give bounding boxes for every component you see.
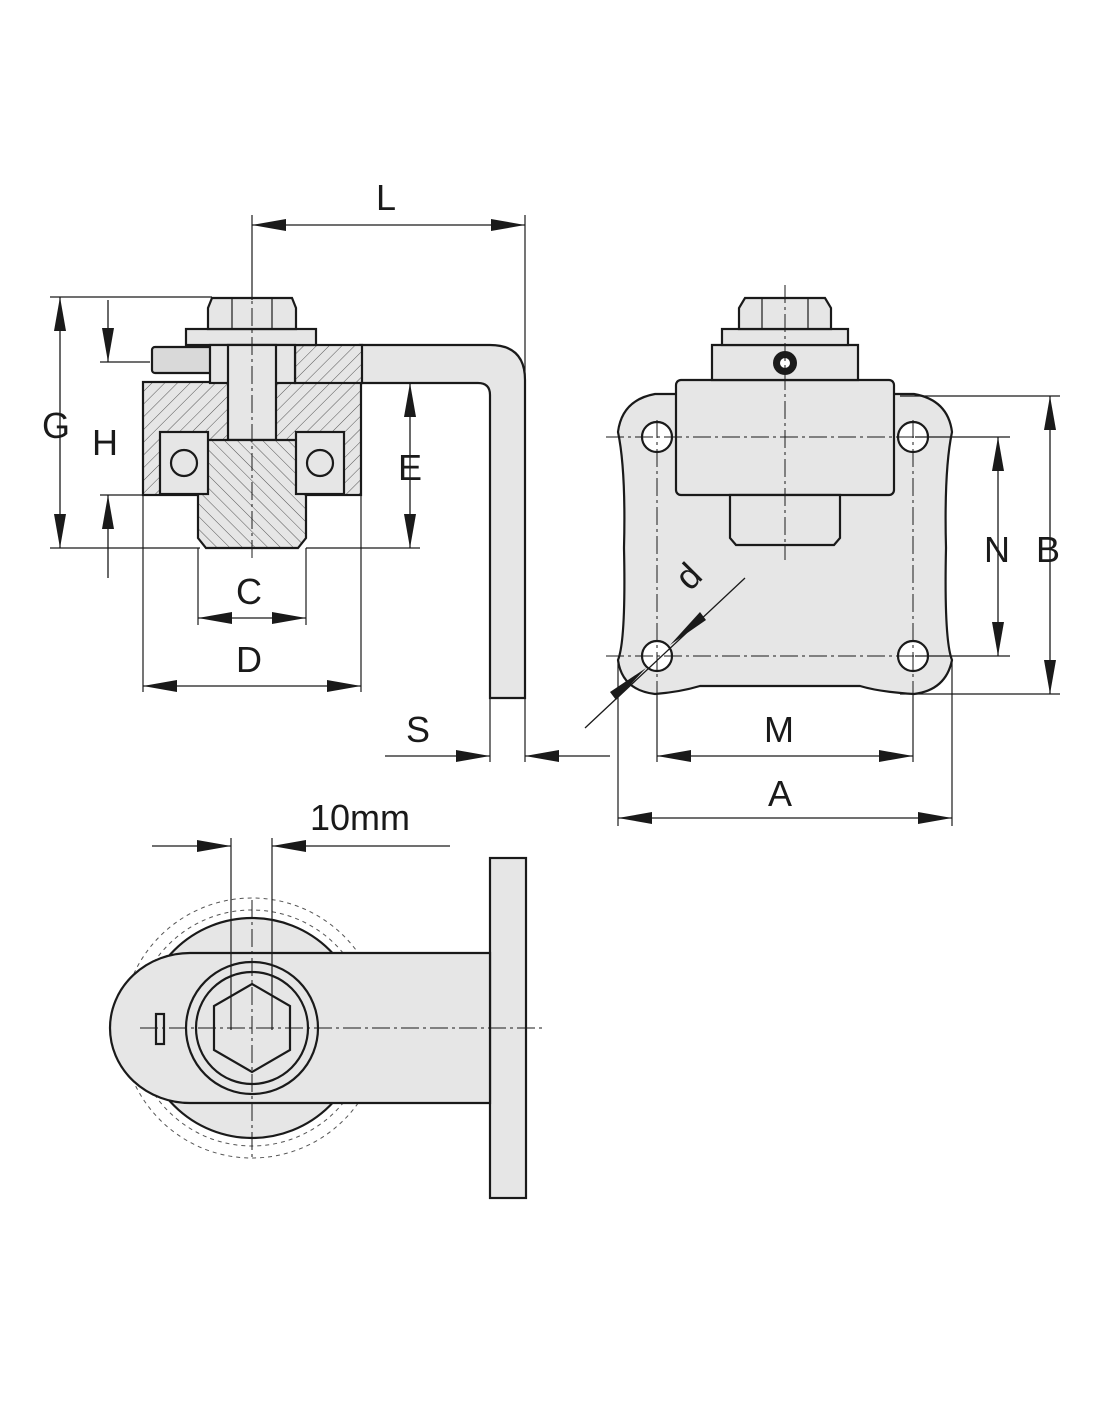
label-S: S (406, 709, 430, 750)
label-B: B (1036, 529, 1060, 570)
top-plate (293, 343, 364, 385)
side-section-view (141, 250, 527, 700)
dimension-arrow (525, 750, 559, 762)
dimension-arrow (670, 612, 706, 645)
dimension-arrow (272, 612, 306, 624)
dimension-arrow (102, 328, 114, 362)
dimension-arrow (198, 612, 232, 624)
dimension-arrow (143, 680, 177, 692)
label-10mm: 10mm (310, 797, 410, 838)
dimension-arrow (1044, 660, 1056, 694)
dimension-line (584, 577, 746, 729)
dimension-arrow (657, 750, 691, 762)
dimension-arrow (272, 840, 306, 852)
dimension-arrow (1044, 396, 1056, 430)
label-M: M (764, 709, 794, 750)
dimension-arrow (491, 219, 525, 231)
dimension-arrow (54, 514, 66, 548)
label-E: E (398, 447, 422, 488)
dimension-arrow (102, 495, 114, 529)
dimension-arrow (252, 219, 286, 231)
label-N: N (984, 529, 1010, 570)
ball-left (169, 448, 199, 478)
top-view (108, 838, 545, 1200)
dimension-arrow (992, 622, 1004, 656)
label-L: L (376, 177, 396, 218)
label-D: D (236, 639, 262, 680)
dimension-arrow (918, 812, 952, 824)
dimension-arrow (879, 750, 913, 762)
dimension-arrow (992, 437, 1004, 471)
dimension-arrow (456, 750, 490, 762)
dimension-arrow (327, 680, 361, 692)
dimension-labels: L G H E C D S N B d M A 10mm (42, 177, 1060, 838)
top-key-tab (154, 1012, 166, 1046)
label-A: A (768, 773, 792, 814)
washer (184, 327, 318, 347)
label-C: C (236, 571, 262, 612)
dimension-arrow (197, 840, 231, 852)
label-G: G (42, 405, 70, 446)
dimension-arrow (618, 812, 652, 824)
dimensions (50, 215, 1060, 852)
dimension-arrow (610, 668, 646, 700)
bracket-arm (358, 343, 527, 700)
ball-right (305, 448, 335, 478)
dimension-arrow (404, 514, 416, 548)
label-H: H (92, 422, 118, 463)
dimension-arrow (404, 383, 416, 417)
front-view (606, 285, 960, 700)
dimension-arrow (54, 297, 66, 331)
